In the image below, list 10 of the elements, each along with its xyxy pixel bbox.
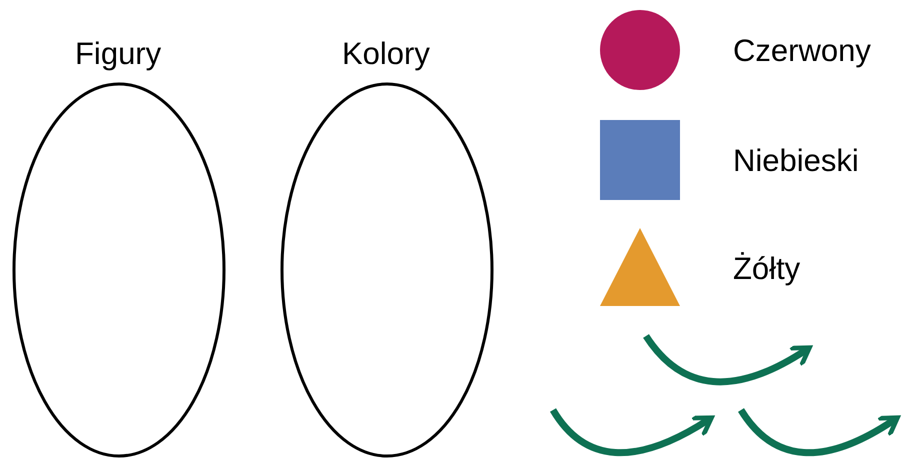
color-name: Żółty: [733, 251, 800, 287]
color-name: Niebieski: [733, 143, 859, 179]
color-name: Czerwony: [733, 33, 871, 69]
empty-oval: [280, 82, 494, 458]
empty-oval: [12, 82, 226, 458]
group-heading: Kolory: [342, 36, 430, 72]
group-heading: Figury: [75, 36, 162, 72]
square-shape: [600, 120, 680, 200]
triangle-shape: [600, 228, 680, 306]
circle-shape: [600, 10, 680, 90]
